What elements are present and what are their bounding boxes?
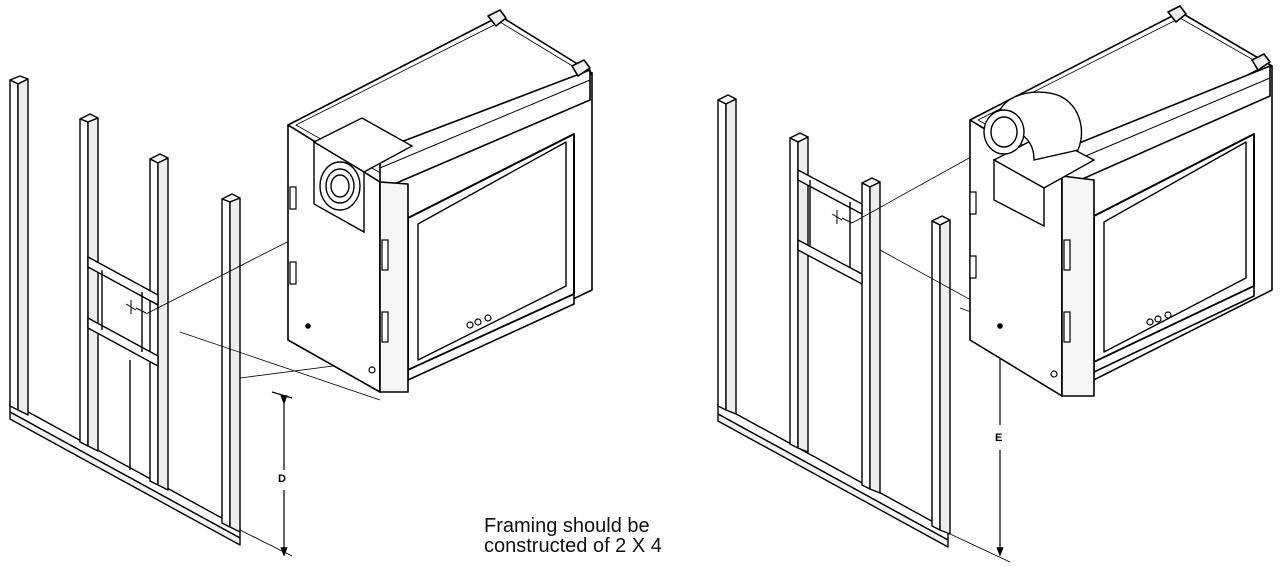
dimension-d-arrow — [271, 391, 293, 557]
caption-line-1: Framing should be — [484, 515, 650, 537]
caption-line-2: constructed of 2 X 4 — [484, 535, 662, 557]
right-wall-frame — [717, 94, 951, 548]
vent-center-mark-right — [831, 210, 853, 224]
framing-caption: Framing should be constructed of 2 X 4 — [484, 516, 784, 556]
left-wall-frame — [9, 75, 241, 546]
right-fireplace-unit — [969, 5, 1273, 397]
vent-center-mark-left — [125, 300, 147, 314]
left-fireplace-unit — [287, 9, 593, 393]
dimension-label-e: E — [995, 432, 1003, 444]
dimension-label-d: D — [278, 473, 286, 485]
side-brackets-left — [289, 186, 492, 374]
vent-collar-right — [983, 91, 1096, 228]
side-brackets-right — [969, 191, 1172, 378]
vent-collar-left — [312, 117, 414, 234]
